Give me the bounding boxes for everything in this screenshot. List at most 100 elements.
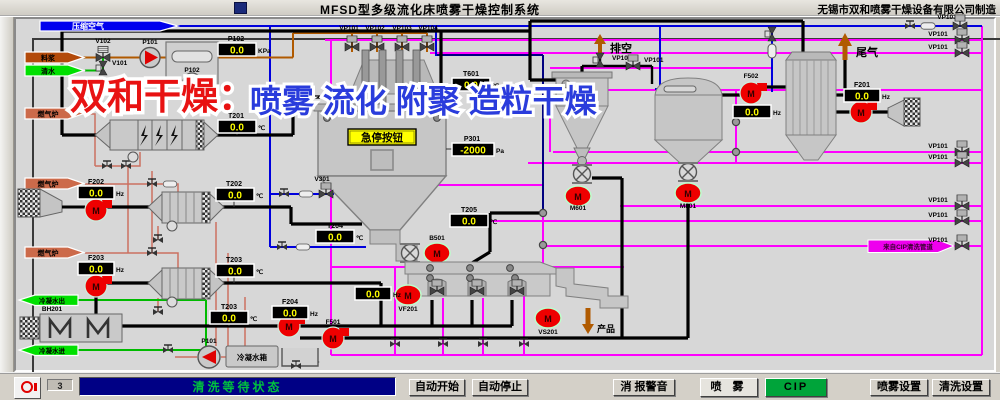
right-valve-label: VP101 <box>928 212 948 219</box>
estop-button[interactable]: 急停按钮 <box>347 128 417 146</box>
valve-v101[interactable]: V101 <box>95 60 128 76</box>
power-icon <box>21 381 37 393</box>
fan-f203[interactable]: M <box>84 274 113 298</box>
watermark-brand: 双和干燥： <box>70 76 255 117</box>
right-valve-label: VP101 <box>937 14 957 21</box>
m801-label: M801 <box>680 203 697 210</box>
fan-f201[interactable]: M <box>849 100 878 124</box>
product-label: 产品 <box>597 323 615 334</box>
valve-vp104-label: VP104 <box>418 25 438 32</box>
svg-text:℃: ℃ <box>256 192 264 200</box>
svg-text:KPa: KPa <box>258 48 271 55</box>
feed-arrow-gas-1: 燃气炉 <box>24 107 86 120</box>
display-t204: T204 0.0 ℃ <box>315 223 364 244</box>
svg-text:Hz: Hz <box>116 267 125 274</box>
vent-stack: 排空 VP101 VP101 <box>592 34 664 71</box>
discharge-chute <box>555 267 629 309</box>
svg-text:0.0: 0.0 <box>230 123 244 134</box>
valve-vp101-label: VP101 <box>339 25 359 32</box>
display-t201: T201 0.0 ℃ <box>217 113 266 135</box>
feed-arrow-gas-3: 燃气炉 <box>24 246 86 259</box>
display-f203: F203 0.0 Hz <box>77 255 125 276</box>
bh201-cooler: BH201 <box>19 306 123 343</box>
valve-vp103-label: VP103 <box>392 25 412 32</box>
pump-p101-condensate[interactable]: P101 <box>197 338 221 369</box>
air-intake-2 <box>17 188 85 218</box>
motor-vs201[interactable]: M VS201 <box>534 307 562 336</box>
svg-text:℃: ℃ <box>356 234 364 242</box>
svg-text:P102: P102 <box>228 36 244 43</box>
fan-f202[interactable]: M <box>84 198 113 222</box>
fan-f204[interactable]: M <box>277 314 306 338</box>
valve-condensate[interactable] <box>162 344 174 354</box>
nozzle-valves[interactable]: VP101 VP102 VP103 VP104 <box>339 25 438 52</box>
cip-button[interactable]: CIP <box>765 378 827 397</box>
valve-v101-label: V101 <box>112 60 128 67</box>
valve-v301[interactable]: V301 <box>278 176 334 199</box>
cip-spray-valves[interactable] <box>389 338 530 348</box>
clean-settings-button[interactable]: 清洗设置 <box>932 379 990 396</box>
title-bar: MFSD型多级流化床喷雾干燥控制系统 无锡市双和喷雾干燥设备有限公司制造 <box>0 0 1000 17</box>
svg-text:Pa: Pa <box>496 148 504 155</box>
cyclone <box>551 71 613 166</box>
rotary-valve-m601[interactable]: M M601 <box>564 164 593 212</box>
rotary-valve-m801[interactable]: M M801 <box>674 162 702 210</box>
svg-text:0.0: 0.0 <box>230 46 244 57</box>
display-t202: T202 0.0 ℃ <box>215 181 264 207</box>
spray-settings-button[interactable]: 喷雾设置 <box>870 379 928 396</box>
auto-stop-button[interactable]: 自动停止 <box>472 379 528 396</box>
arrow-condensate-out: 冷凝水出 <box>17 294 79 307</box>
motor-vf201[interactable]: M VF201 <box>394 284 422 313</box>
inline-valve-blue <box>764 26 777 59</box>
heat-exchanger-3 <box>146 247 225 316</box>
right-valve-label: VP101 <box>928 237 948 244</box>
motor-letter: M <box>857 108 865 118</box>
label-condensate-out: 冷凝水出 <box>39 296 65 305</box>
svg-text:℃: ℃ <box>256 268 264 276</box>
svg-text:Hz: Hz <box>310 311 319 318</box>
spray-button[interactable]: 喷 雾 <box>700 378 758 397</box>
feed-label-compressed-air: 压缩空气 <box>72 21 104 31</box>
bh201-label: BH201 <box>42 306 63 313</box>
bag-filter <box>785 51 837 161</box>
display-f204: F204 0.0 Hz <box>271 299 319 320</box>
svg-text:F201: F201 <box>854 82 870 89</box>
b501-label: B501 <box>429 235 445 242</box>
svg-text:℃: ℃ <box>492 82 500 90</box>
svg-text:T204: T204 <box>327 223 343 230</box>
vent-label: 排空 <box>610 41 632 55</box>
heat-exchanger-2 <box>146 178 225 244</box>
right-valve-label: VP101 <box>928 44 948 51</box>
rotary-valve-b501[interactable]: M B501 <box>399 235 451 264</box>
svg-text:Hz: Hz <box>116 191 125 198</box>
display-p301: P301 -2000 Pa <box>446 136 504 157</box>
lightning-icon <box>170 125 178 146</box>
counter-display: 3 <box>47 379 73 391</box>
svg-text:℃: ℃ <box>490 218 498 226</box>
right-cip-valves[interactable]: VP101 VP101 VP101 VP101 VP101 VP101 VP10… <box>904 14 970 251</box>
lightning-icon <box>140 125 148 146</box>
valve-v102[interactable]: V102 <box>95 38 111 63</box>
svg-text:0.0: 0.0 <box>328 233 342 244</box>
fan-f502[interactable]: M F502 <box>739 73 768 105</box>
mute-alarm-button[interactable]: 消 报警音 <box>613 379 675 396</box>
feed-arrow-water: 清水 <box>24 64 86 77</box>
m601-label: M601 <box>570 205 587 212</box>
power-button[interactable] <box>14 377 41 399</box>
label-condensate-in: 冷凝水进 <box>39 346 66 355</box>
svg-text:T601: T601 <box>463 71 479 78</box>
pump-p101-feed[interactable]: P101 <box>139 39 161 69</box>
motor-letter: M <box>747 89 755 99</box>
auto-start-button[interactable]: 自动开始 <box>409 379 465 396</box>
arrow-cip-source: 来自CIP清洗管道 <box>867 239 956 253</box>
status-text: 清洗等待状态 <box>192 380 283 394</box>
spray-tower <box>313 103 451 262</box>
motor-letter: M <box>92 206 100 216</box>
svg-text:T205: T205 <box>461 207 477 214</box>
valve-v102-label: V102 <box>95 38 111 45</box>
svg-text:0.0: 0.0 <box>228 191 242 202</box>
homogenizer-p102: P102 <box>165 41 219 95</box>
status-bar: 清洗等待状态 <box>79 377 396 396</box>
fan-f501[interactable]: M F501 <box>321 319 350 350</box>
display-f201: F201 0.0 Hz <box>843 82 891 103</box>
